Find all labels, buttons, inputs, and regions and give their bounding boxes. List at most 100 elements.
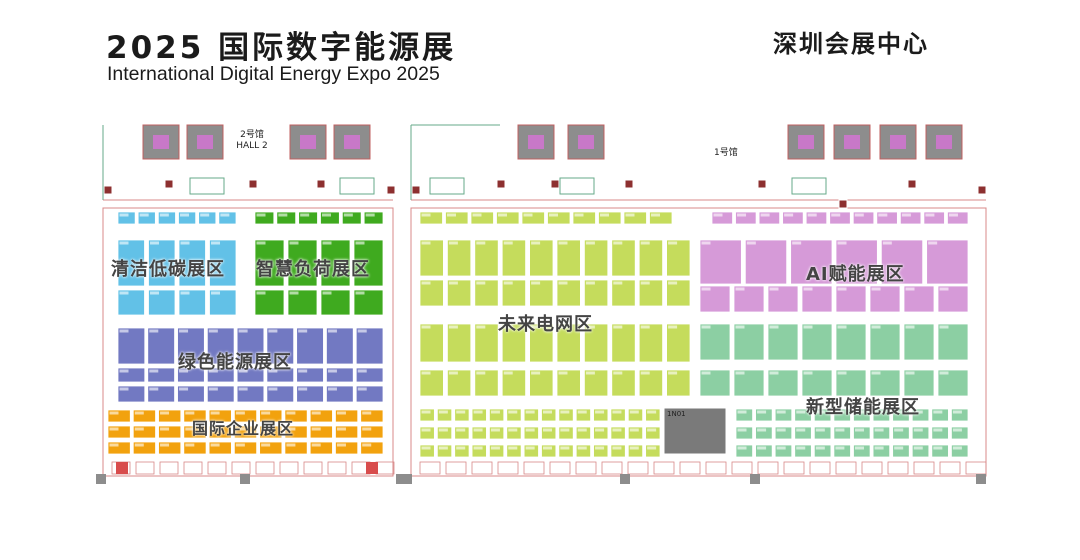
booth-number-tag bbox=[109, 443, 119, 447]
venue-name: 深圳会展中心 bbox=[773, 30, 929, 58]
corner-block bbox=[750, 474, 760, 484]
booth-number-tag bbox=[531, 281, 541, 285]
booth-number-tag bbox=[503, 325, 513, 329]
booth-number-tag bbox=[421, 281, 431, 285]
booth-number-tag bbox=[355, 241, 365, 245]
booth-number-tag bbox=[585, 371, 595, 375]
booth-number-tag bbox=[311, 411, 321, 415]
booth-number-tag bbox=[503, 371, 513, 375]
booth-number-tag bbox=[476, 325, 486, 329]
booth-number-tag bbox=[871, 287, 881, 291]
restroom-pictogram bbox=[344, 135, 360, 149]
service-room bbox=[445, 461, 467, 475]
booth bbox=[744, 239, 788, 285]
booth bbox=[584, 279, 609, 307]
booth-number-tag bbox=[456, 428, 466, 432]
restroom-pictogram bbox=[197, 135, 213, 149]
booth-number-tag bbox=[792, 241, 802, 245]
booth bbox=[666, 369, 691, 397]
booth-number-tag bbox=[456, 410, 466, 414]
booth-number-tag bbox=[894, 446, 904, 450]
booth-number-tag bbox=[769, 287, 779, 291]
booth-number-tag bbox=[613, 325, 623, 329]
booth-number-tag bbox=[952, 410, 962, 414]
booth bbox=[699, 239, 742, 285]
booth bbox=[209, 239, 237, 287]
booth bbox=[446, 369, 472, 397]
booth-number-tag bbox=[149, 369, 159, 373]
booth-number-tag bbox=[600, 213, 609, 217]
pillar-icon bbox=[316, 179, 326, 189]
booth-number-tag bbox=[769, 371, 779, 375]
booth-number-tag bbox=[757, 446, 767, 450]
booth bbox=[638, 239, 664, 277]
booth-number-tag bbox=[211, 291, 220, 295]
booth-number-tag bbox=[119, 387, 129, 391]
booth-number-tag bbox=[503, 281, 513, 285]
booth-number-tag bbox=[933, 446, 943, 450]
booth-number-tag bbox=[256, 291, 266, 295]
booth bbox=[611, 279, 636, 307]
restroom-pictogram bbox=[153, 135, 169, 149]
service-room bbox=[705, 461, 727, 475]
booth-number-tag bbox=[523, 213, 533, 217]
service-room bbox=[939, 461, 961, 475]
booth-number-tag bbox=[952, 446, 962, 450]
booth-number-tag bbox=[261, 443, 271, 447]
corner-block bbox=[96, 474, 106, 484]
restroom-pictogram bbox=[300, 135, 316, 149]
pillar-icon bbox=[496, 179, 506, 189]
booth-number-tag bbox=[119, 329, 129, 333]
booth bbox=[638, 369, 664, 397]
service-room bbox=[135, 461, 155, 475]
booth-number-tag bbox=[327, 369, 337, 373]
booth-number-tag bbox=[134, 427, 144, 431]
booth-number-tag bbox=[298, 329, 308, 333]
booth-number-tag bbox=[595, 410, 605, 414]
booth-number-tag bbox=[640, 241, 650, 245]
booth-number-tag bbox=[913, 428, 923, 432]
hall-2-label: 2号馆 HALL 2 bbox=[230, 130, 274, 152]
booth-number-tag bbox=[543, 446, 552, 450]
booth-number-tag bbox=[543, 410, 552, 414]
booth-number-tag bbox=[531, 371, 541, 375]
service-room bbox=[549, 461, 571, 475]
pillar-icon bbox=[624, 179, 634, 189]
booth-number-tag bbox=[300, 213, 310, 217]
booth-number-tag bbox=[208, 369, 218, 373]
booth-number-tag bbox=[737, 213, 747, 217]
booth bbox=[666, 239, 691, 277]
booth-number-tag bbox=[421, 410, 431, 414]
booth-number-tag bbox=[238, 329, 248, 333]
booth-number-tag bbox=[629, 446, 639, 450]
booth-number-tag bbox=[438, 428, 448, 432]
booth-number-tag bbox=[525, 410, 535, 414]
zone-label-green: 绿色能源展区 bbox=[178, 352, 292, 373]
booth-number-tag bbox=[746, 241, 756, 245]
booth bbox=[419, 279, 444, 307]
booth bbox=[117, 239, 145, 287]
booth-number-tag bbox=[874, 446, 884, 450]
booth-number-tag bbox=[421, 241, 431, 245]
booth-number-tag bbox=[701, 325, 711, 329]
booth bbox=[937, 323, 969, 361]
booth-number-tag bbox=[490, 428, 500, 432]
booth bbox=[638, 279, 664, 307]
booth-number-tag bbox=[448, 281, 458, 285]
booth-number-tag bbox=[776, 446, 786, 450]
booth-number-tag bbox=[560, 410, 570, 414]
booth-number-tag bbox=[713, 213, 723, 217]
booth-number-tag bbox=[208, 329, 218, 333]
booth-number-tag bbox=[256, 241, 266, 245]
restroom-pictogram bbox=[578, 135, 594, 149]
booth-number-tag bbox=[185, 443, 195, 447]
booth-number-tag bbox=[508, 410, 518, 414]
booth-number-tag bbox=[160, 427, 170, 431]
booth-number-tag bbox=[735, 287, 745, 291]
booth bbox=[419, 239, 444, 277]
booth-number-tag bbox=[365, 213, 375, 217]
booth-number-tag bbox=[647, 410, 657, 414]
booth bbox=[801, 323, 833, 361]
booth-number-tag bbox=[421, 371, 431, 375]
booth-number-tag bbox=[737, 428, 747, 432]
